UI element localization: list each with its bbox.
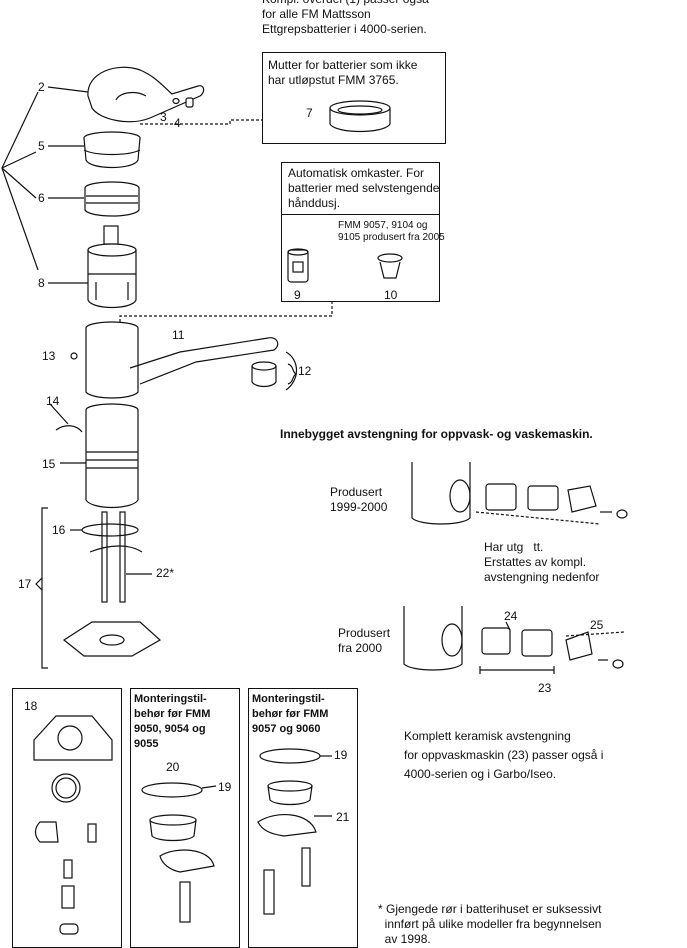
label-17: 17 <box>18 577 32 591</box>
label-10: 10 <box>384 288 398 302</box>
label-22: 22* <box>156 566 175 580</box>
omkaster-note: Automatisk omkaster. For batterier med s… <box>288 166 440 210</box>
produsert-2000: Produsert fra 2000 <box>338 626 391 655</box>
lower-body-part <box>85 403 139 509</box>
label-16: 16 <box>52 523 66 537</box>
label-25: 25 <box>590 618 604 632</box>
valve-2000-assembly <box>403 606 625 674</box>
label-2: 2 <box>38 80 45 94</box>
label-14: 14 <box>46 394 60 408</box>
label-4: 4 <box>174 116 181 130</box>
omkaster-divider-v <box>281 214 282 302</box>
cartridge-part <box>87 225 137 309</box>
nut-6-part <box>84 181 140 217</box>
label-6: 6 <box>38 191 45 205</box>
cap-part <box>83 131 141 169</box>
label-18: 18 <box>24 699 38 713</box>
label-19-b: 19 <box>334 748 348 762</box>
box-9057-title: Monteringstil- behør før FMM 9057 og 906… <box>252 693 329 735</box>
label-9: 9 <box>294 288 301 302</box>
label-19-a: 19 <box>218 780 232 794</box>
valve-1999-assembly <box>411 462 628 525</box>
label-21: 21 <box>336 810 350 824</box>
bracket-17 <box>41 507 48 669</box>
label-11: 11 <box>172 328 185 342</box>
omkaster-divider-h <box>281 214 440 215</box>
label-12: 12 <box>298 364 312 378</box>
box-18 <box>12 688 122 948</box>
pipes-part <box>89 511 152 603</box>
top-note: Kompl. overdel (1) passer også for alle … <box>262 0 429 36</box>
mutter-box <box>262 52 446 144</box>
mutter-note: Mutter for batterier som ikke har utløps… <box>268 58 418 87</box>
fmm-note: FMM 9057, 9104 og 9105 produsert fra 200… <box>338 220 445 243</box>
footnote: * Gjengede rør i batterihuset er suksess… <box>378 902 602 946</box>
oring-16-part <box>81 523 139 537</box>
label-15: 15 <box>42 457 56 471</box>
komplett-note: Komplett keramisk avstengning for oppvas… <box>404 729 604 781</box>
base-plate-part <box>62 621 162 657</box>
label-3: 3 <box>160 110 167 124</box>
lever-handle-part <box>87 66 205 123</box>
label-8: 8 <box>38 276 45 290</box>
screw-13-part <box>70 352 78 360</box>
box-9057-items <box>257 748 332 915</box>
omkaster-part-10 <box>377 253 403 279</box>
bracket-2-8 <box>1 91 39 271</box>
label-24: 24 <box>504 609 518 623</box>
box-9050-title: Monteringstil- behør før FMM 9050, 9054 … <box>134 693 211 750</box>
box-9050-items <box>141 782 217 923</box>
mixer-body-part <box>85 321 298 399</box>
produsert-1999: Produsert 1999-2000 <box>330 485 388 514</box>
label-7: 7 <box>306 106 313 120</box>
mutter-ring-part <box>329 100 391 133</box>
har-utgatt-note: Har utg tt. Erstattes av kompl. avstengn… <box>484 540 600 584</box>
innebygget-title: Innebygget avstengning for oppvask- og v… <box>280 427 593 441</box>
label-23: 23 <box>538 681 552 695</box>
box-18-items <box>33 715 113 935</box>
label-13: 13 <box>42 349 56 363</box>
omkaster-part-9 <box>287 248 309 283</box>
label-20: 20 <box>166 760 180 774</box>
label-5: 5 <box>38 139 45 153</box>
clip-14-part <box>55 425 83 433</box>
